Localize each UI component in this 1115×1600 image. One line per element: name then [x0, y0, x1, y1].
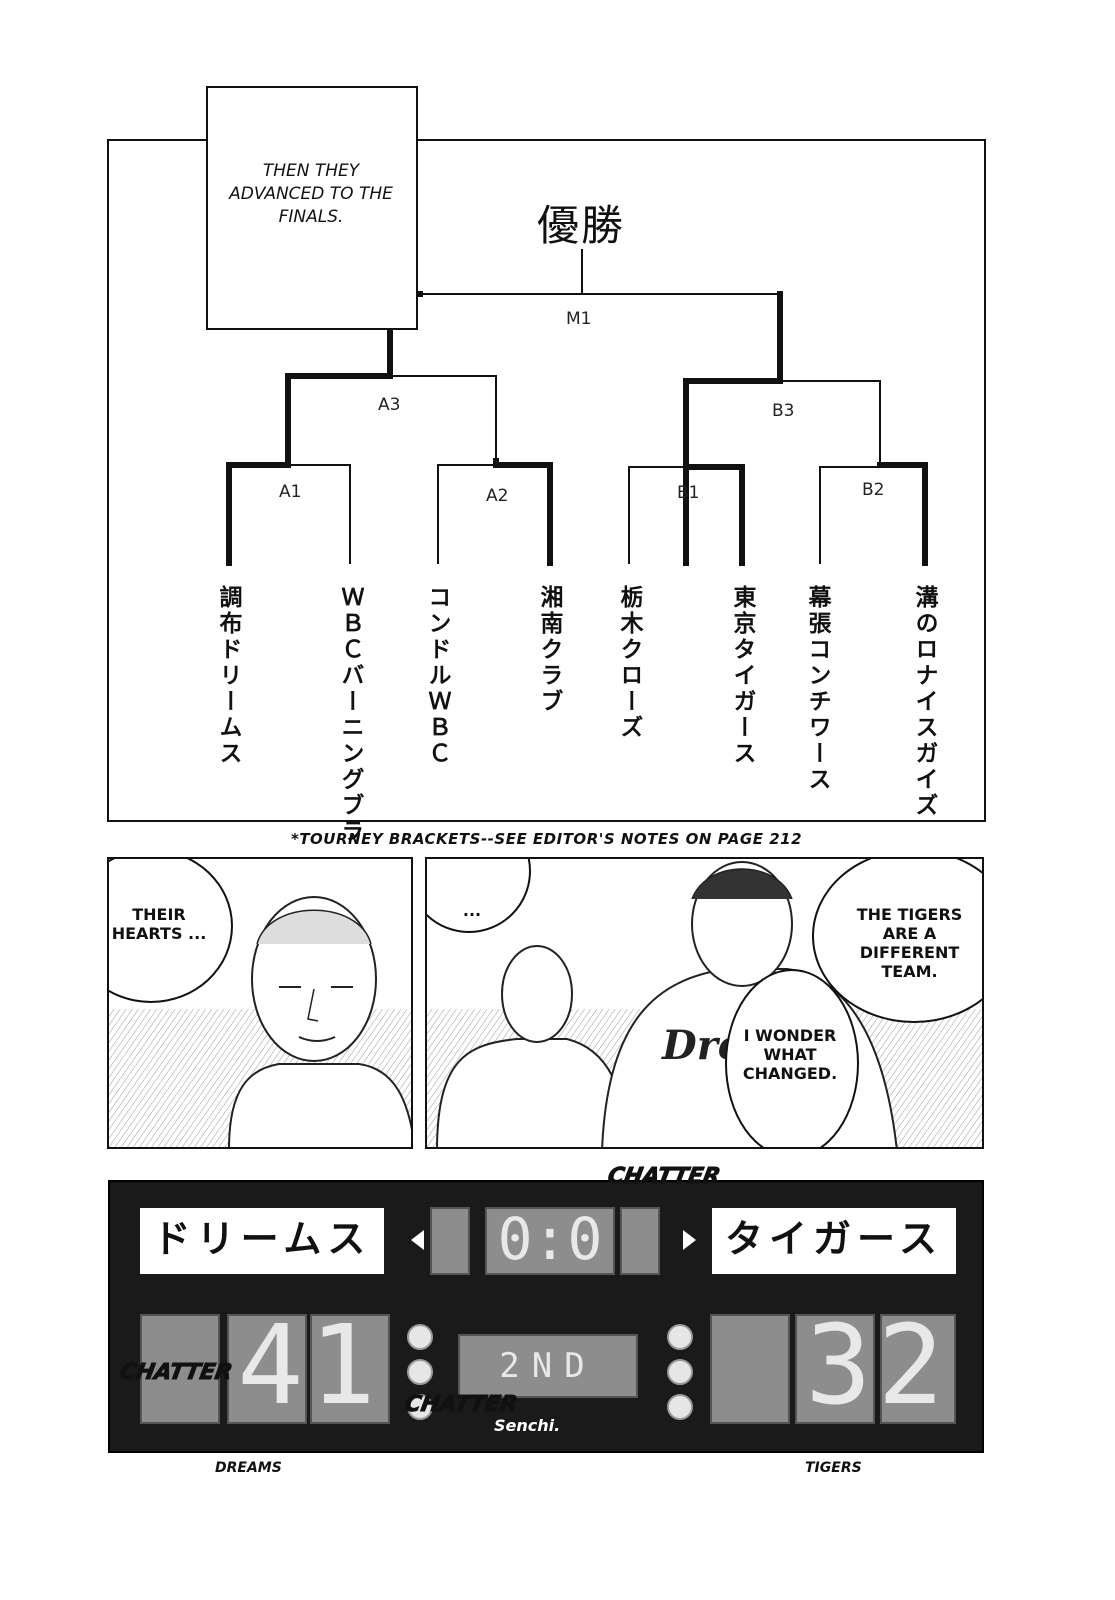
node-label-a3: A3: [378, 395, 400, 415]
away-lamp-3: [667, 1394, 693, 1420]
bracket-lines: M1 A3 B3 A1 A2 B1 B2: [226, 249, 928, 566]
speech-bubble-tigers: [812, 859, 982, 1023]
scoreboard-arrows: [411, 1230, 696, 1250]
period-display: 2ND: [499, 1346, 597, 1386]
editor-note: *TOURNEY BRACKETS--SEE EDITOR'S NOTES ON…: [290, 830, 803, 848]
player-illustration-left: [109, 896, 411, 1147]
node-label-m1: M1: [566, 309, 591, 329]
home-score-seg-1: [140, 1314, 220, 1424]
away-score-seg-3: [880, 1314, 956, 1424]
team-1: ＷＢＣバーニングブラ: [337, 585, 363, 845]
speech-text-tigers: THE TIGERS ARE A DIFFERENT TEAM.: [856, 905, 963, 981]
home-team-name: ドリームス: [140, 1208, 384, 1274]
brand-logo: Senchi.: [494, 1416, 561, 1435]
team-7: 溝のロナイスガイズ: [911, 585, 937, 819]
home-lamp-1: [407, 1324, 433, 1350]
caption-box: [206, 86, 418, 330]
node-label-b2: B2: [862, 480, 884, 500]
away-score: 32: [805, 1301, 950, 1429]
speech-bubble-wonder: [725, 969, 859, 1147]
foul-seg-2: [485, 1207, 615, 1275]
sfx-chatter-top: CHATTER: [605, 1164, 723, 1190]
home-label: DREAMS: [215, 1460, 282, 1476]
speech-text-hearts: THEIR HEARTS ...: [111, 905, 207, 943]
home-score-seg-3: [310, 1314, 390, 1424]
home-lamp-3: [407, 1394, 433, 1420]
panel-left: THEIR HEARTS ...: [107, 857, 413, 1149]
team-2: コンドルＷＢＣ: [424, 585, 450, 767]
team-5: 東京タイガース: [729, 585, 755, 767]
node-label-b3: B3: [772, 401, 794, 421]
sfx-chatter-mid: CHATTER: [402, 1392, 520, 1418]
team-0: 調布ドリームス: [215, 585, 241, 767]
foul-seg-1: [430, 1207, 470, 1275]
node-label-a2: A2: [486, 486, 508, 506]
foul-display: 0:0: [497, 1205, 603, 1273]
away-score-seg-1: [710, 1314, 790, 1424]
team-6: 幕張コンチワース: [804, 585, 830, 793]
sfx-chatter-left: CHATTER: [117, 1360, 235, 1386]
away-lamp-2: [667, 1359, 693, 1385]
away-team-name: タイガース: [712, 1208, 956, 1274]
away-lamp-1: [667, 1324, 693, 1350]
home-score-seg-2: [227, 1314, 307, 1424]
scoreboard: ドリームス タイガース 0:0 41 32 2ND Senchi.: [108, 1180, 984, 1453]
period-panel: [458, 1334, 638, 1398]
speech-text-wonder: I WONDER WHAT CHANGED.: [742, 1026, 838, 1083]
team-3: 湘南クラブ: [536, 585, 562, 715]
team-4: 栃木クローズ: [616, 585, 642, 741]
node-label-a1: A1: [279, 482, 301, 502]
speech-text-dots: ...: [462, 901, 482, 920]
away-score-seg-2: [795, 1314, 875, 1424]
bracket-title: 優勝: [537, 201, 626, 250]
home-score: 41: [237, 1301, 382, 1429]
away-label: TIGERS: [805, 1460, 862, 1476]
node-label-b1: B1: [677, 483, 699, 503]
caption-text: THEN THEY ADVANCED TO THE FINALS.: [229, 161, 393, 227]
foul-seg-3: [620, 1207, 660, 1275]
panel-right: Dream ... THE TIGERS ARE A DIFFERENT TEA…: [425, 857, 984, 1149]
home-lamp-2: [407, 1359, 433, 1385]
